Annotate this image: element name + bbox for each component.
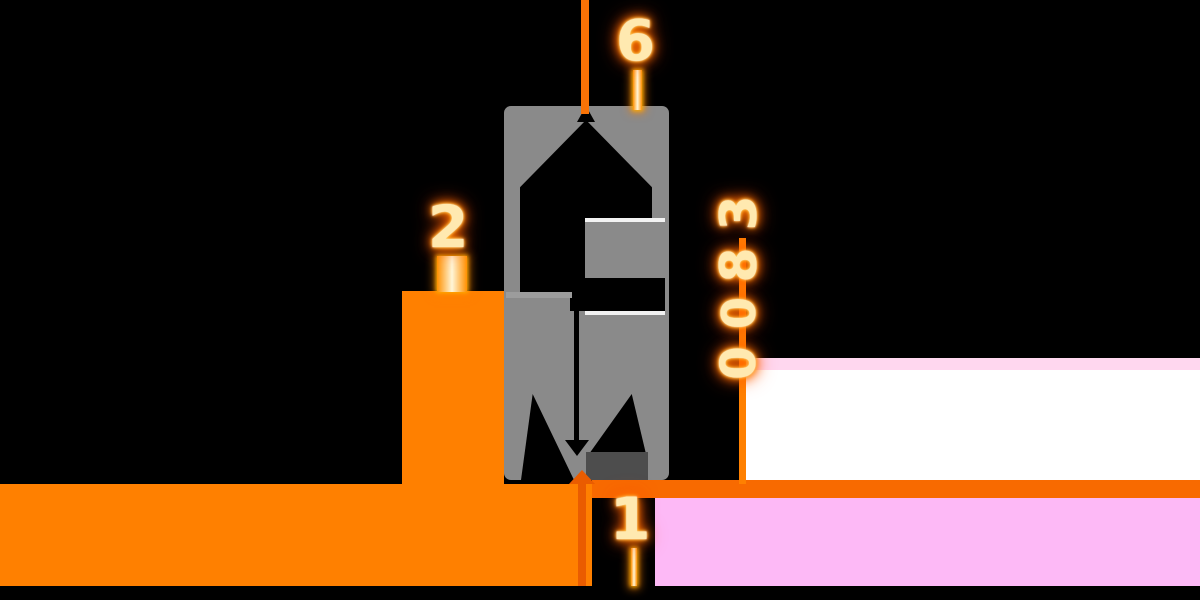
dimension-digit-2: 8 <box>710 247 768 283</box>
base-duct <box>0 484 592 586</box>
pink-strip-region <box>746 358 1200 370</box>
left-duct <box>402 291 504 484</box>
white-region <box>746 370 1200 480</box>
dimension-digit-3: 0 <box>712 297 766 330</box>
tower-base-dark-block <box>586 452 648 480</box>
label-left: 2 <box>428 193 469 261</box>
white-separator-bottom <box>585 311 665 315</box>
white-separator-top <box>585 218 665 222</box>
label-6-connector <box>633 70 642 110</box>
inner-black-gap <box>570 278 665 311</box>
label-bottom: 1 <box>610 485 651 553</box>
orange-band-right <box>592 480 1200 498</box>
label-1-connector <box>631 548 637 586</box>
inner-gray-block <box>585 222 665 278</box>
top-flue-line <box>581 0 589 114</box>
dimension-line <box>739 238 746 484</box>
dimension-digit-1: 3 <box>710 195 768 231</box>
pink-region <box>655 498 1200 586</box>
left-ledge <box>506 292 572 298</box>
dimension-label: 3 8 0 0 <box>710 188 768 388</box>
label-2-connector <box>437 256 467 292</box>
dimension-digit-4: 0 <box>711 346 767 380</box>
label-top: 6 <box>616 9 655 74</box>
bottom-flow-line <box>578 482 586 586</box>
down-arrow-shaft <box>574 297 579 443</box>
